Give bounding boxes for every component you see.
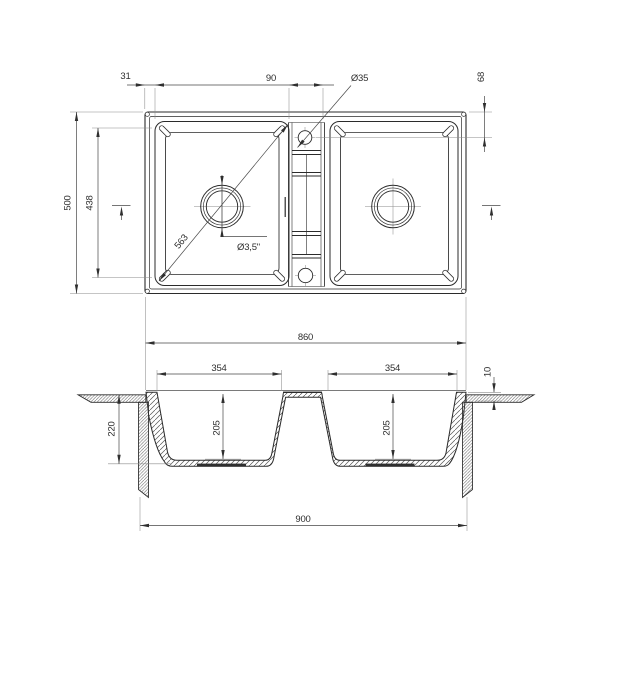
corner-facet	[333, 269, 346, 282]
dim-900-label: 900	[295, 514, 310, 525]
centerline-marker-left	[112, 205, 131, 220]
right-drain	[365, 178, 421, 235]
dim-205-left-label: 205	[212, 420, 223, 435]
dim-drain-diameter-label: Ø3,5"	[237, 242, 260, 253]
dim-tap-diameter-label: Ø35	[351, 73, 368, 84]
dim-205-right-label: 205	[382, 420, 393, 435]
dim-500-label: 500	[63, 195, 74, 210]
dim-90-label: 90	[266, 73, 276, 84]
section-view: 354 354 10 220	[76, 363, 536, 531]
corner-radius-mark	[144, 288, 150, 294]
dim-68-label: 68	[476, 72, 487, 82]
corner-radius-mark	[461, 288, 467, 294]
plan-view: 31 90 Ø35 68 500 438 563	[63, 71, 501, 390]
corner-radius-mark	[461, 111, 467, 117]
dim-860-label: 860	[298, 332, 313, 343]
plan-dimensions: 31 90 Ø35 68 500 438 563	[63, 71, 501, 390]
dim-354-right-label: 354	[385, 363, 400, 374]
dim-10-label: 10	[483, 367, 494, 377]
left-drain-recess	[197, 463, 246, 467]
corner-facet	[333, 125, 346, 138]
dim-220-label: 220	[107, 421, 118, 436]
sink-outline	[144, 111, 467, 295]
corner-facet	[442, 125, 455, 138]
corner-facet	[442, 269, 455, 282]
corner-facet	[273, 269, 286, 282]
centerline-marker-right	[482, 205, 501, 220]
dim-354-left-label: 354	[211, 363, 226, 374]
center-channel	[284, 122, 325, 287]
sink-inner-rim	[149, 116, 462, 290]
cabinet-panel-left	[138, 401, 149, 499]
countertop-right	[465, 394, 536, 403]
right-bowl	[329, 121, 459, 286]
cabinet-panel-right	[462, 401, 473, 499]
dim-31-label: 31	[120, 71, 130, 82]
countertop-left	[76, 394, 147, 403]
section-dimensions: 354 354 10 220	[107, 363, 501, 531]
right-drain-recess	[365, 463, 415, 467]
bottom-hole	[295, 265, 316, 286]
corner-radius-mark	[144, 111, 150, 117]
sink-body-section	[145, 391, 467, 467]
dim-438-label: 438	[85, 195, 96, 210]
corner-facet	[158, 125, 171, 138]
